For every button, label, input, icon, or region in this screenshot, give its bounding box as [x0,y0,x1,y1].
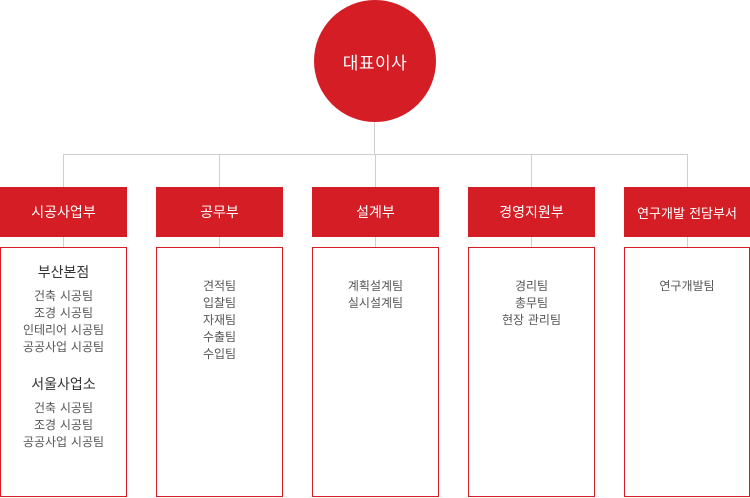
dept-header-rnd: 연구개발 전담부서 [624,187,750,237]
team-item: 건축 시공팀 [33,289,93,303]
ceo-label: 대표이사 [342,53,408,74]
team-group-busan: 부산본점 건축 시공팀 조경 시공팀 인테리어 시공팀 공공사업 시공팀 [1,262,126,356]
team-item: 공공사업 시공팀 [22,435,105,449]
team-item: 현장 관리팀 [501,313,561,327]
dept-name: 경영지원부 [499,205,564,221]
team-item: 조경 시공팀 [33,306,93,320]
team-box-rnd: 연구개발팀 [624,247,750,497]
box-connector-1 [63,237,64,247]
team-box-public-works: 견적팀 입찰팀 자재팀 수출팀 수입팀 [156,247,283,497]
team-item: 자재팀 [202,313,237,327]
dept-name: 설계부 [356,205,395,221]
team-item: 경리팀 [514,279,549,293]
dept-header-management: 경영지원부 [468,187,595,237]
team-box-management: 경리팀 총무팀 현장 관리팀 [468,247,595,497]
dept-connector-3 [375,154,376,187]
team-box-design: 계획설계팀 실시설계팀 [312,247,439,497]
dept-connector-1 [63,154,64,187]
box-connector-2 [219,237,220,247]
team-item: 견적팀 [202,279,237,293]
box-connector-5 [687,237,688,247]
team-group-seoul: 서울사업소 건축 시공팀 조경 시공팀 공공사업 시공팀 [1,374,126,451]
dept-connector-5 [687,154,688,187]
team-item: 조경 시공팀 [33,418,93,432]
team-box-construction: 부산본점 건축 시공팀 조경 시공팀 인테리어 시공팀 공공사업 시공팀 서울사… [0,247,127,497]
team-item: 실시설계팀 [347,296,404,310]
dept-name: 연구개발 전담부서 [637,206,737,222]
team-item: 공공사업 시공팀 [22,340,105,354]
team-item: 건축 시공팀 [33,401,93,415]
team-item: 인테리어 시공팀 [22,323,105,337]
team-item: 수출팀 [202,330,237,344]
dept-header-design: 설계부 [312,187,439,237]
dept-header-construction: 시공사업부 [0,187,127,237]
team-item: 입찰팀 [202,296,237,310]
box-connector-4 [531,237,532,247]
team-item: 총무팀 [514,296,549,310]
dept-name: 공무부 [200,205,239,221]
dept-name: 시공사업부 [31,205,96,221]
ceo-connector [374,122,375,154]
team-item: 계획설계팀 [347,279,404,293]
dept-connector-4 [531,154,532,187]
group-title: 부산본점 [37,265,90,281]
box-connector-3 [375,237,376,247]
dept-header-public-works: 공무부 [156,187,283,237]
ceo-node: 대표이사 [314,0,436,122]
group-title: 서울사업소 [31,377,96,393]
dept-connector-2 [219,154,220,187]
team-item: 연구개발팀 [659,279,715,293]
team-item: 수입팀 [202,347,237,361]
